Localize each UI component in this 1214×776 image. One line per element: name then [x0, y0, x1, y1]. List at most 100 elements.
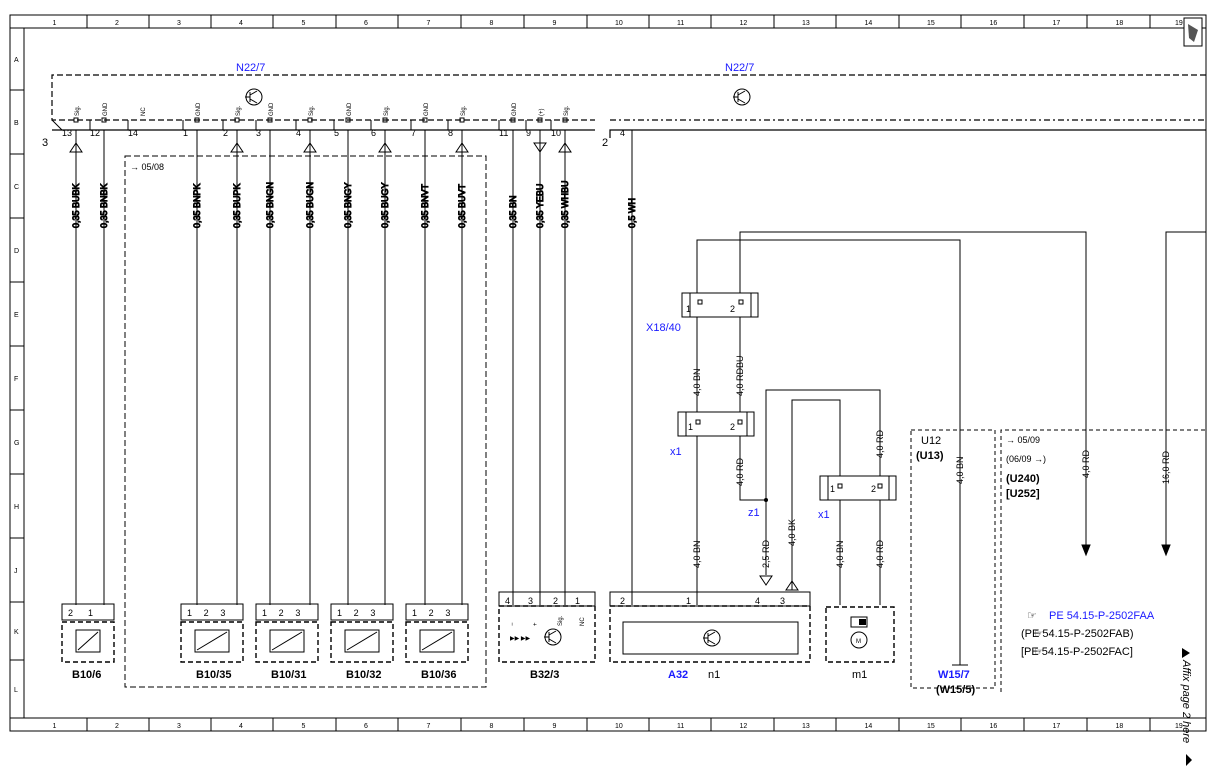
- x1a-pin2: 2: [730, 422, 735, 432]
- pin-signal: GND: [347, 102, 353, 116]
- note-0508: → 05/08: [130, 162, 164, 172]
- a32-pin: 1: [686, 596, 691, 606]
- sensor-pin: 2: [204, 608, 209, 618]
- sensor-pin: 1: [88, 608, 93, 618]
- col-label-bottom: 2: [115, 723, 119, 730]
- wire-label: 4,0 BN: [692, 540, 702, 568]
- sensor-label: B10/35: [196, 669, 231, 681]
- row-label: H: [14, 504, 19, 511]
- module-pins-left: 13Sig.12GND14NC1GND2Sig.3GND4Sig.5GND6Si…: [51, 102, 570, 138]
- sensor-pin: 1: [187, 608, 192, 618]
- col-label-top: 2: [115, 20, 119, 27]
- resistor-icon: [346, 631, 378, 651]
- pin-signal: Sig.: [309, 105, 315, 116]
- sensor-pin: 1: [262, 608, 267, 618]
- col-label-bottom: 10: [615, 723, 623, 730]
- page-corner-icon: [1183, 17, 1203, 47]
- col-label-top: 12: [740, 20, 748, 27]
- col-label-top: 1: [53, 20, 57, 27]
- a32-pin: 4: [755, 596, 760, 606]
- wire-label: 16,0 RD: [1161, 450, 1171, 484]
- sensor-label: B10/6: [72, 669, 101, 681]
- b32-pin: 1: [575, 596, 580, 606]
- connector-x1-a: [677, 411, 755, 437]
- ref-fab-2[interactable]: (PE 54.15-P-2502FAB): [1021, 628, 1134, 640]
- sensor-pin: 2: [429, 608, 434, 618]
- resistor-icon: [77, 631, 99, 651]
- signal-arrow-icon: [230, 142, 244, 153]
- b32-pin: 4: [505, 596, 510, 606]
- pin-number: 5: [334, 128, 339, 138]
- connector-x1-b: [819, 475, 897, 501]
- wire-label: 4,0 RD: [735, 457, 745, 486]
- col-label-bottom: 7: [427, 723, 431, 730]
- note-0509: → 05/09: [1006, 435, 1040, 445]
- col-label-bottom: 17: [1053, 723, 1061, 730]
- note-0609: (06/09 →): [1006, 454, 1046, 464]
- transistor-icon: [245, 88, 751, 106]
- col-label-bottom: 13: [802, 723, 810, 730]
- col-label-bottom: 12: [740, 723, 748, 730]
- z1-label: z1: [748, 507, 760, 519]
- pin-number: 7: [411, 128, 416, 138]
- b32-pin: 3: [528, 596, 533, 606]
- x18-40-pin1: 1: [686, 304, 691, 314]
- x1a-label: x1: [670, 446, 682, 458]
- resistor-icon: [421, 631, 453, 651]
- pin-number: 8: [448, 128, 453, 138]
- b32-pin: 2: [553, 596, 558, 606]
- pin-signal: GND: [196, 102, 202, 116]
- connector-x18-40: [681, 292, 759, 318]
- pin-number: 13: [62, 128, 72, 138]
- svg-text:4: 4: [620, 128, 625, 138]
- pin-signal: Sig.: [461, 105, 467, 116]
- splice-dot: [764, 498, 768, 502]
- svg-text:☞: ☞: [1034, 628, 1044, 640]
- b32-label: B32/3: [530, 669, 559, 681]
- a32-sub: n1: [708, 669, 720, 681]
- component-m1: M: [825, 606, 895, 663]
- wire-label: 4,0 RDBU: [735, 355, 745, 396]
- a32-pin: 2: [620, 596, 625, 606]
- affix-arrow-icon: [1182, 648, 1190, 658]
- sensor-pin: 2: [279, 608, 284, 618]
- wire-label: 0,35 BUGN: [305, 182, 315, 228]
- col-label-bottom: 4: [239, 723, 243, 730]
- wire-label: 0,35 BUBK: [71, 183, 81, 228]
- ref-fab-3[interactable]: [PE 54.15-P-2502FAC]: [1021, 646, 1133, 658]
- note-u252: [U252]: [1006, 488, 1040, 500]
- b32-pin-sub: −: [510, 622, 516, 626]
- wire-label: 0,35 BNVT: [420, 183, 430, 228]
- supply-arrow-icon: [533, 142, 547, 153]
- sensor-pin: 3: [295, 608, 300, 618]
- sensor-pin: 1: [337, 608, 342, 618]
- pin-number: 1: [183, 128, 188, 138]
- b32-pin-sub: +: [533, 622, 539, 626]
- svg-text:☞: ☞: [1034, 646, 1044, 658]
- component-a32: [609, 591, 811, 663]
- col-label-top: 8: [490, 20, 494, 27]
- signal-arrow-icon: [455, 142, 469, 153]
- ref-fab-1[interactable]: PE 54.15-P-2502FAA: [1049, 610, 1155, 622]
- column-grid: 1122334455667788991010111112121313141415…: [53, 15, 1207, 731]
- row-label: F: [14, 376, 18, 383]
- pin-number: 6: [371, 128, 376, 138]
- col-label-bottom: 6: [364, 723, 368, 730]
- wire-label: 0,35 BNBK: [99, 183, 109, 228]
- affix-note: Affix page 2 here: [1180, 659, 1192, 743]
- pin-signal: GND: [424, 102, 430, 116]
- wire-label: 4,0 BN: [835, 540, 845, 568]
- pin-signal: GND: [512, 102, 518, 116]
- b32-pin-sub: NC: [580, 617, 586, 626]
- col-label-bottom: 1: [53, 723, 57, 730]
- pin-signal: GND: [269, 102, 275, 116]
- x1b-label: x1: [818, 509, 830, 521]
- col-label-top: 17: [1053, 20, 1061, 27]
- pin-number: 9: [526, 128, 531, 138]
- row-label: A: [14, 57, 19, 64]
- x1b-pin1: 1: [830, 484, 835, 494]
- wire-group-right: [631, 130, 1206, 666]
